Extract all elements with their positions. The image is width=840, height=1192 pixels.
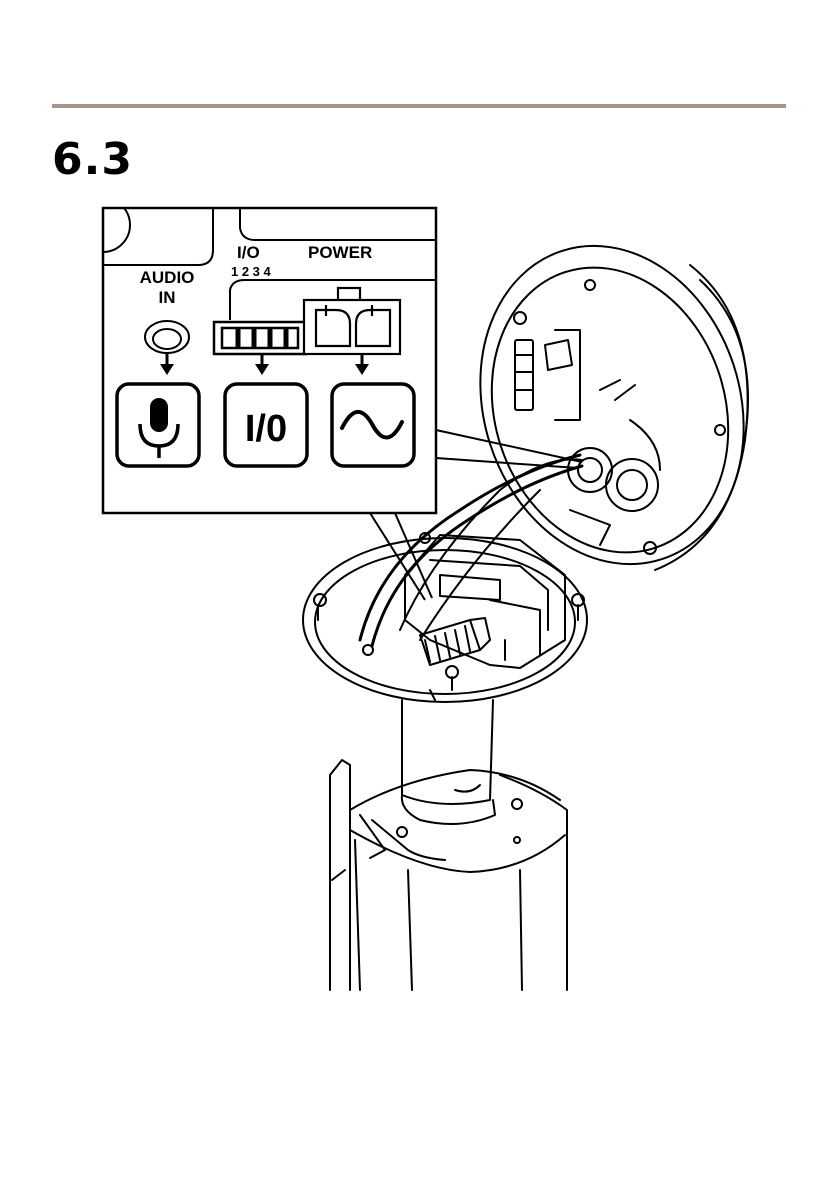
io-terminal-block — [214, 322, 306, 354]
io-pin-numbers: 1 2 3 4 — [231, 264, 272, 279]
io-label: I/O — [237, 243, 260, 262]
power-label: POWER — [308, 243, 372, 262]
ac-power-icon — [332, 384, 414, 466]
io-icon: I/0 — [225, 384, 307, 466]
audio-label-line2: IN — [159, 288, 176, 307]
audio-label-line1: AUDIO — [140, 268, 195, 287]
audio-jack — [145, 321, 189, 353]
microphone-icon — [117, 384, 199, 466]
svg-text:I/0: I/0 — [245, 408, 287, 450]
